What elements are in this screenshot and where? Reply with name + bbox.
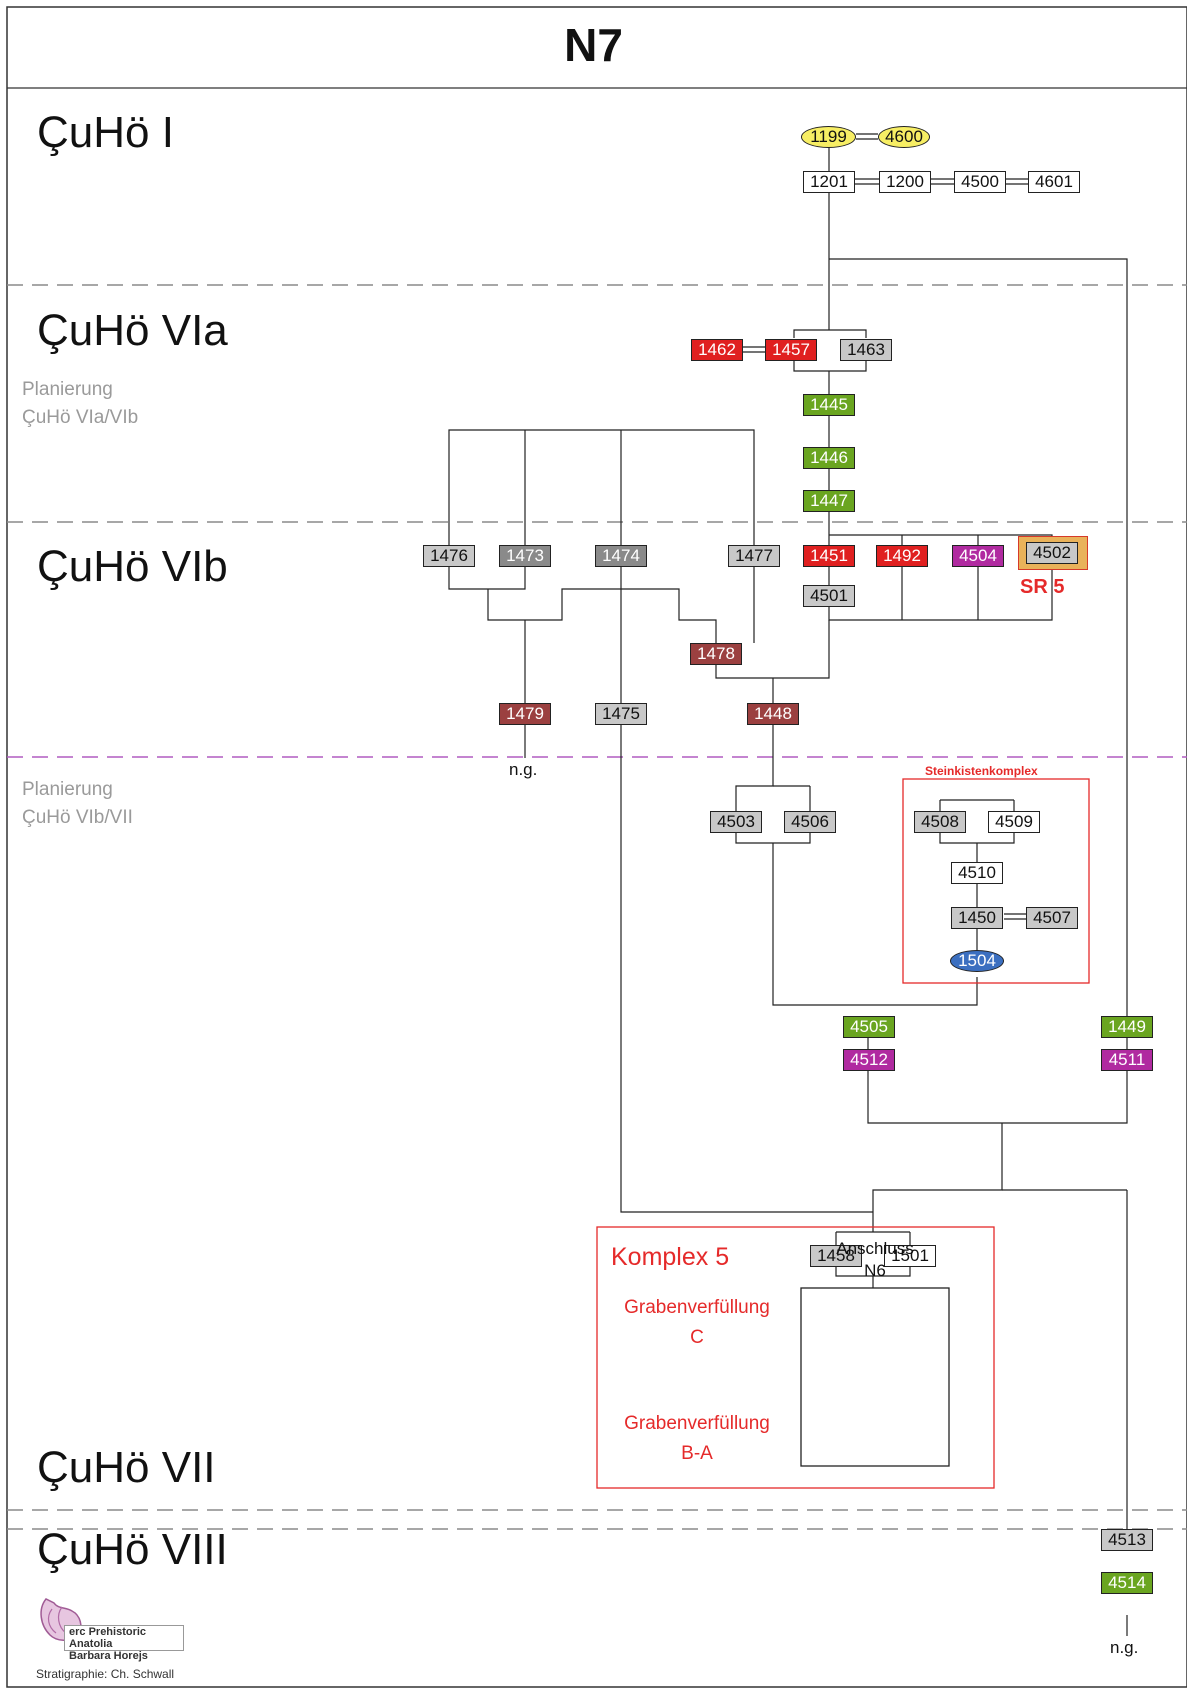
not-excavated-label: n.g. [1110, 1638, 1139, 1657]
unit-1478: 1478 [690, 643, 742, 665]
phase-label-vii: ÇuHö VII [37, 1443, 216, 1492]
unit-1448: 1448 [747, 703, 799, 725]
unit-1475: 1475 [595, 703, 647, 725]
unit-1200: 1200 [879, 171, 931, 193]
unit-4508: 4508 [914, 811, 966, 833]
unit-1199: 1199 [801, 126, 856, 148]
planierung-phase: ÇuHö VIa/VIb [22, 407, 139, 428]
graben-ba-line2: B-A [681, 1443, 713, 1464]
unit-1201: 1201 [803, 171, 855, 193]
anschluss-line1: Anschluss [836, 1239, 914, 1258]
unit-4600: 4600 [878, 126, 930, 148]
graben-ba-line1: Grabenverfüllung [624, 1413, 770, 1434]
planierung-line: Planierung [22, 779, 113, 800]
page-title: N7 [564, 19, 623, 71]
unit-1446: 1446 [803, 447, 855, 469]
outer-frame [6, 6, 1187, 1688]
anschluss-box [800, 1287, 950, 1467]
komplex5-label: Komplex 5 [611, 1243, 730, 1271]
unit-1458: 1458 [810, 1245, 862, 1267]
graben-c-line1: Grabenverfüllung [624, 1297, 770, 1318]
planierung-label: Planierung ÇuHö VIb/VII [22, 776, 133, 832]
phase-label-via: ÇuHö VIa [37, 306, 228, 355]
credit-text: Stratigraphie: Ch. Schwall [36, 1667, 175, 1681]
sr5-label: SR 5 [1020, 576, 1065, 598]
unit-1504: 1504 [950, 950, 1004, 972]
unit-4504: 4504 [952, 545, 1004, 567]
unit-1479: 1479 [499, 703, 551, 725]
unit-1449: 1449 [1101, 1016, 1153, 1038]
unit-1451: 1451 [803, 545, 855, 567]
unit-4502: 4502 [1026, 542, 1078, 564]
logo-line1: erc Prehistoric Anatolia [69, 1626, 147, 1650]
planierung-phase: ÇuHö VIb/VII [22, 807, 133, 828]
not-excavated-label: n.g. [509, 760, 538, 779]
unit-1477: 1477 [728, 545, 780, 567]
unit-1473: 1473 [499, 545, 551, 567]
steinkisten-frame [902, 778, 1090, 984]
unit-4510: 4510 [951, 862, 1003, 884]
phase-label-vib: ÇuHö VIb [37, 542, 228, 591]
unit-4601: 4601 [1028, 171, 1080, 193]
anschluss-label: Anschluss N6 [801, 1238, 949, 1282]
unit-4511: 4511 [1101, 1049, 1153, 1071]
unit-4512: 4512 [843, 1049, 895, 1071]
unit-4506: 4506 [784, 811, 836, 833]
steinkisten-label: Steinkistenkomplex [925, 764, 1038, 778]
unit-4505: 4505 [843, 1016, 895, 1038]
unit-4509: 4509 [988, 811, 1040, 833]
phase-label-i: ÇuHö I [37, 108, 174, 157]
graben-ba-label: Grabenverfüllung B-A [597, 1409, 797, 1469]
unit-4513: 4513 [1101, 1529, 1153, 1551]
logo-label: erc Prehistoric Anatolia Barbara Horejs [64, 1625, 184, 1662]
unit-4500: 4500 [954, 171, 1006, 193]
unit-1447: 1447 [803, 490, 855, 512]
unit-1492: 1492 [876, 545, 928, 567]
graben-c-label: Grabenverfüllung C [597, 1293, 797, 1353]
unit-1462: 1462 [691, 339, 743, 361]
unit-1463: 1463 [840, 339, 892, 361]
unit-4514: 4514 [1101, 1572, 1153, 1594]
unit-1450: 1450 [951, 907, 1003, 929]
graben-c-line2: C [690, 1327, 704, 1348]
unit-4501: 4501 [803, 585, 855, 607]
unit-1457: 1457 [765, 339, 817, 361]
planierung-label: Planierung ÇuHö VIa/VIb [22, 376, 138, 432]
komplex5-frame [596, 1226, 995, 1489]
unit-1474: 1474 [595, 545, 647, 567]
planierung-line: Planierung [22, 379, 113, 400]
phase-label-viii: ÇuHö VIII [37, 1525, 228, 1574]
unit-1476: 1476 [423, 545, 475, 567]
unit-4507: 4507 [1026, 907, 1078, 929]
unit-4503: 4503 [710, 811, 762, 833]
unit-1501: 1501 [884, 1245, 936, 1267]
anschluss-line2: N6 [864, 1261, 886, 1280]
unit-1445: 1445 [803, 394, 855, 416]
logo-line2: Barbara Horejs [69, 1650, 148, 1662]
